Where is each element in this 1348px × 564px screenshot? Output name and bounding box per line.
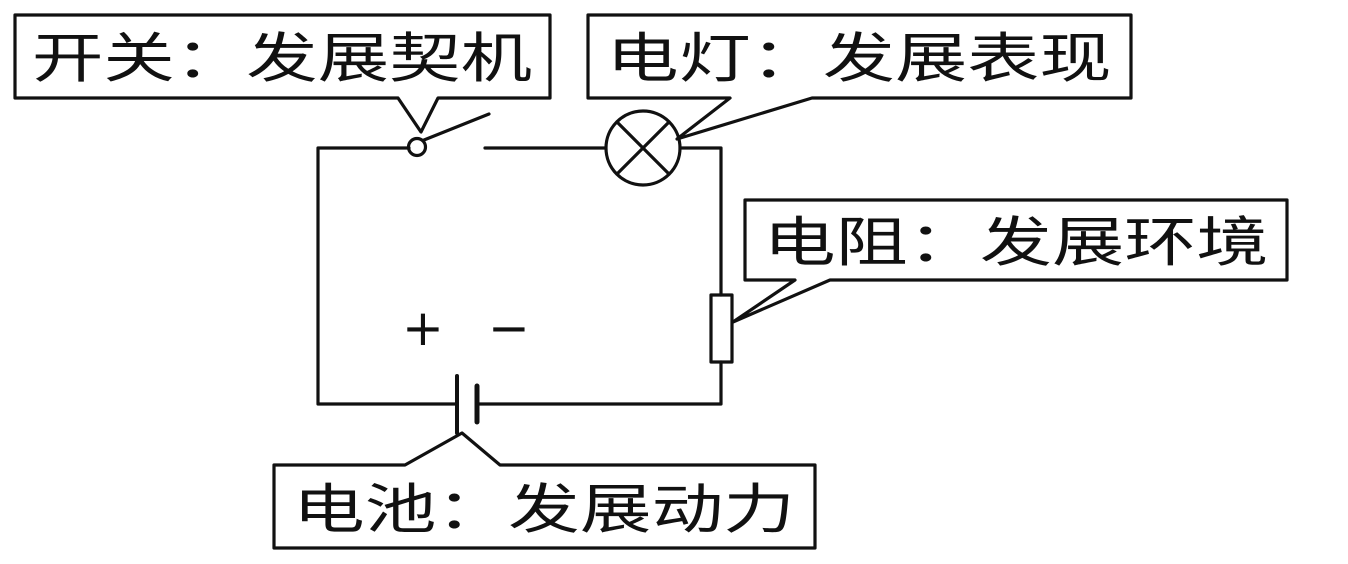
- wire-resistor-to-battery: [476, 360, 723, 406]
- wire-top-left: [316, 146, 457, 406]
- switch-label: 开关：发展契机: [32, 27, 532, 90]
- battery-label: 电池：发展动力: [293, 478, 795, 541]
- battery-negative-sign: −: [488, 299, 530, 357]
- callout-resistor-bubble: [731, 198, 1289, 324]
- switch-pivot: [406, 136, 428, 158]
- callout-battery-bubble: [272, 431, 817, 550]
- callout-lamp-bubble: [586, 13, 1133, 141]
- callout-resistor: 电阻：发展环境: [731, 198, 1289, 324]
- switch-blade: [422, 112, 491, 142]
- lamp-circle: [604, 109, 682, 187]
- callout-lamp: 电灯：发展表现: [586, 13, 1133, 141]
- callout-switch-bubble: [13, 13, 552, 134]
- lamp-label: 电灯：发展表现: [607, 27, 1112, 90]
- wire-lamp-to-resistor: [678, 146, 723, 297]
- circuit-wires: [316, 146, 723, 406]
- resistor-label: 电阻：发展环境: [764, 211, 1269, 274]
- lamp-cross-b: [615, 120, 671, 176]
- callout-switch: 开关：发展契机: [13, 13, 552, 134]
- callout-battery: 电池：发展动力: [272, 431, 817, 550]
- switch-symbol: [406, 112, 491, 158]
- resistor-symbol: [709, 293, 734, 364]
- battery-positive-sign: +: [402, 299, 444, 357]
- lamp-symbol: [604, 109, 682, 187]
- battery-symbol: [455, 374, 480, 435]
